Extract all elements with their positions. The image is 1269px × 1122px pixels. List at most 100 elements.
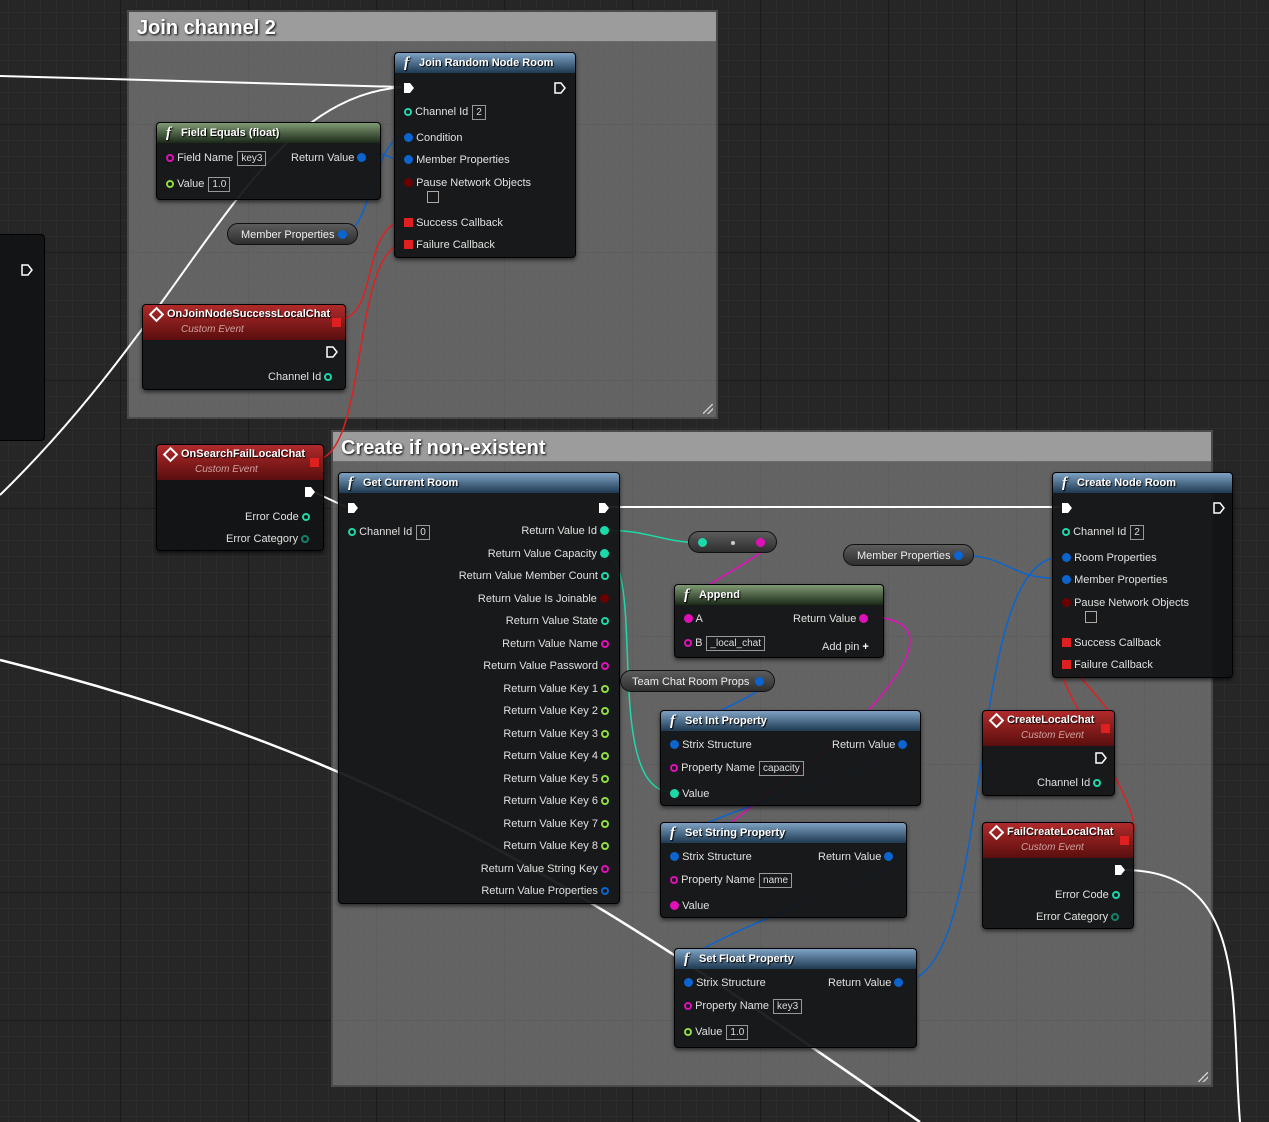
- string-pin[interactable]: [166, 154, 174, 162]
- delegate-pin[interactable]: [310, 458, 319, 467]
- string-pin[interactable]: [859, 614, 869, 623]
- struct-pin[interactable]: [755, 677, 764, 686]
- exec-out-pin[interactable]: [1095, 752, 1107, 764]
- channel-id-input[interactable]: 2: [1130, 525, 1144, 540]
- string-pin[interactable]: [684, 1002, 692, 1010]
- bool-pin[interactable]: [600, 594, 609, 603]
- int-pin[interactable]: [301, 513, 310, 521]
- exec-out-pin[interactable]: [554, 82, 566, 94]
- float-pin[interactable]: [601, 752, 609, 760]
- struct-pin[interactable]: [1062, 575, 1071, 584]
- resize-handle[interactable]: [703, 404, 713, 414]
- delegate-pin[interactable]: [1120, 836, 1129, 845]
- field-name-input[interactable]: key3: [237, 151, 267, 166]
- int-pin[interactable]: [600, 526, 609, 535]
- struct-pin[interactable]: [894, 978, 904, 987]
- struct-pin[interactable]: [1062, 553, 1071, 562]
- exec-in-pin[interactable]: [347, 502, 359, 514]
- int-pin[interactable]: [301, 535, 310, 543]
- struct-pin[interactable]: [670, 852, 679, 861]
- delegate-pin[interactable]: [1062, 638, 1071, 647]
- float-pin[interactable]: [601, 820, 609, 828]
- property-name-input[interactable]: name: [759, 873, 793, 888]
- exec-out-pin[interactable]: [326, 346, 338, 358]
- int-pin[interactable]: [601, 617, 609, 625]
- delegate-pin[interactable]: [332, 318, 341, 327]
- property-name-input[interactable]: key3: [773, 999, 803, 1014]
- struct-pin[interactable]: [954, 551, 963, 560]
- float-pin[interactable]: [601, 797, 609, 805]
- int-pin[interactable]: [600, 549, 609, 558]
- pause-checkbox[interactable]: [427, 191, 439, 203]
- add-pin-button[interactable]: Add pin +: [822, 640, 869, 654]
- value-input[interactable]: 1.0: [726, 1025, 749, 1040]
- struct-pin[interactable]: [670, 740, 679, 749]
- delegate-pin[interactable]: [1062, 660, 1071, 669]
- exec-in-pin[interactable]: [1061, 502, 1073, 514]
- exec-in-pin[interactable]: [403, 82, 415, 94]
- b-input[interactable]: _local_chat: [706, 636, 765, 651]
- struct-pin[interactable]: [404, 155, 413, 164]
- int-pin[interactable]: [698, 538, 707, 547]
- exec-out-pin[interactable]: [21, 264, 33, 276]
- string-pin[interactable]: [601, 640, 609, 648]
- int-pin[interactable]: [1062, 528, 1070, 536]
- property-name-input[interactable]: capacity: [759, 761, 804, 776]
- variable-member-properties[interactable]: Member Properties: [227, 223, 358, 245]
- string-pin[interactable]: [670, 901, 679, 910]
- string-pin[interactable]: [684, 614, 693, 623]
- string-pin[interactable]: [670, 876, 678, 884]
- resize-handle[interactable]: [1198, 1072, 1208, 1082]
- exec-out-pin[interactable]: [1213, 502, 1225, 514]
- conversion-node[interactable]: [688, 531, 777, 553]
- delegate-pin[interactable]: [404, 240, 413, 249]
- delegate-pin[interactable]: [404, 218, 413, 227]
- int-pin[interactable]: [1111, 913, 1120, 921]
- string-pin[interactable]: [684, 639, 692, 647]
- int-pin[interactable]: [404, 108, 412, 116]
- float-pin[interactable]: [601, 730, 609, 738]
- int-pin[interactable]: [1111, 891, 1120, 899]
- struct-pin[interactable]: [884, 852, 894, 861]
- bool-pin[interactable]: [1062, 598, 1071, 607]
- string-pin[interactable]: [601, 662, 609, 670]
- float-pin[interactable]: [684, 1028, 692, 1036]
- variable-team-chat-room-props[interactable]: Team Chat Room Props: [620, 670, 775, 692]
- int-pin[interactable]: [601, 572, 609, 580]
- string-pin[interactable]: [601, 865, 609, 873]
- pause-checkbox[interactable]: [1085, 611, 1097, 623]
- struct-pin[interactable]: [338, 230, 347, 239]
- struct-pin[interactable]: [404, 133, 413, 142]
- channel-id-input[interactable]: 2: [472, 105, 486, 120]
- float-pin[interactable]: [601, 775, 609, 783]
- float-pin[interactable]: [601, 842, 609, 850]
- bool-pin[interactable]: [404, 178, 413, 187]
- value-input[interactable]: 1.0: [208, 177, 231, 192]
- struct-pin[interactable]: [684, 978, 693, 987]
- int-pin[interactable]: [348, 528, 356, 536]
- exec-out-pin[interactable]: [598, 502, 610, 514]
- int-pin[interactable]: [324, 373, 333, 381]
